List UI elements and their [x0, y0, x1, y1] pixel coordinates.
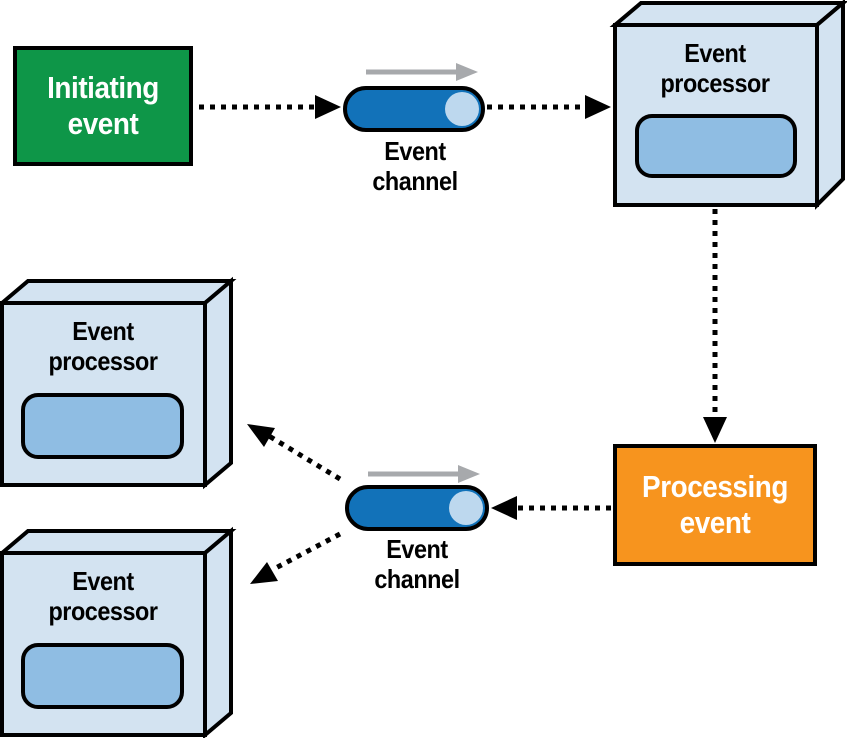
arrow-channel-to-left-top-processor	[247, 424, 342, 482]
event-processor-main-slot	[635, 114, 797, 178]
arrow-channel-to-left-top-processor-line	[267, 433, 342, 482]
arrow-channel-to-left-bottom-processor	[250, 531, 342, 584]
processing-event-node: Processing event	[613, 444, 817, 566]
event-processor-left-bottom-slot	[21, 643, 184, 709]
processing-event-label: Processing event	[642, 469, 788, 540]
event-processor-main-side-face	[815, 0, 845, 210]
event-processor-left-top-box	[0, 276, 237, 490]
event-channel-bottom-label: Event channel	[374, 534, 460, 594]
event-processor-left-bottom-top-face	[0, 529, 237, 555]
event-channel-top-label: Event channel	[372, 136, 458, 196]
flow-direction-arrow-bottom-head	[458, 465, 480, 483]
arrow-channel-to-left-bottom-processor-line	[270, 531, 342, 573]
arrow-channel-to-left-top-processor-head	[247, 424, 275, 447]
initiating-event-label: Initiating event	[47, 70, 159, 141]
event-processor-main-label: Event processor	[660, 38, 770, 98]
event-processor-main-box	[609, 0, 847, 210]
arrow-channel-to-processor	[487, 95, 611, 119]
event-processor-left-top-top-face	[0, 279, 237, 305]
arrow-processor-to-processing-event	[703, 209, 727, 443]
event-processor-left-top-slot	[21, 393, 184, 459]
arrow-initiating-to-channel	[199, 95, 341, 119]
event-processor-left-top-label: Event processor	[48, 316, 158, 376]
event-processor-left-bottom-box	[0, 526, 237, 738]
event-channel-bottom-body	[347, 487, 487, 529]
event-channel-top-end-cap	[445, 92, 479, 126]
initiating-event-node: Initiating event	[13, 46, 193, 166]
arrow-processing-event-to-channel	[491, 496, 611, 520]
flow-direction-arrow-top-icon	[366, 63, 478, 81]
flow-direction-arrow-bottom-icon	[368, 465, 480, 483]
flow-direction-arrow-top-head	[456, 63, 478, 81]
arrow-processing-event-to-channel-head	[491, 496, 517, 520]
event-channel-top-outline	[343, 86, 485, 132]
arrow-initiating-to-channel-head	[315, 95, 341, 119]
arrow-channel-to-processor-head	[585, 95, 611, 119]
event-channel-top-cylinder	[343, 86, 485, 132]
event-processor-left-top-side-face	[203, 276, 233, 490]
event-processor-left-bottom-label: Event processor	[48, 566, 158, 626]
arrow-processor-to-processing-event-head	[703, 417, 727, 443]
event-processor-left-bottom-side-face	[203, 526, 233, 738]
event-channel-bottom-outline	[345, 485, 489, 531]
event-channel-bottom-cylinder	[345, 485, 489, 531]
event-channel-top-body	[345, 88, 483, 130]
event-processor-main-top-face	[609, 0, 847, 27]
arrow-channel-to-left-bottom-processor-head	[250, 562, 278, 584]
event-channel-bottom-end-cap	[449, 491, 483, 525]
